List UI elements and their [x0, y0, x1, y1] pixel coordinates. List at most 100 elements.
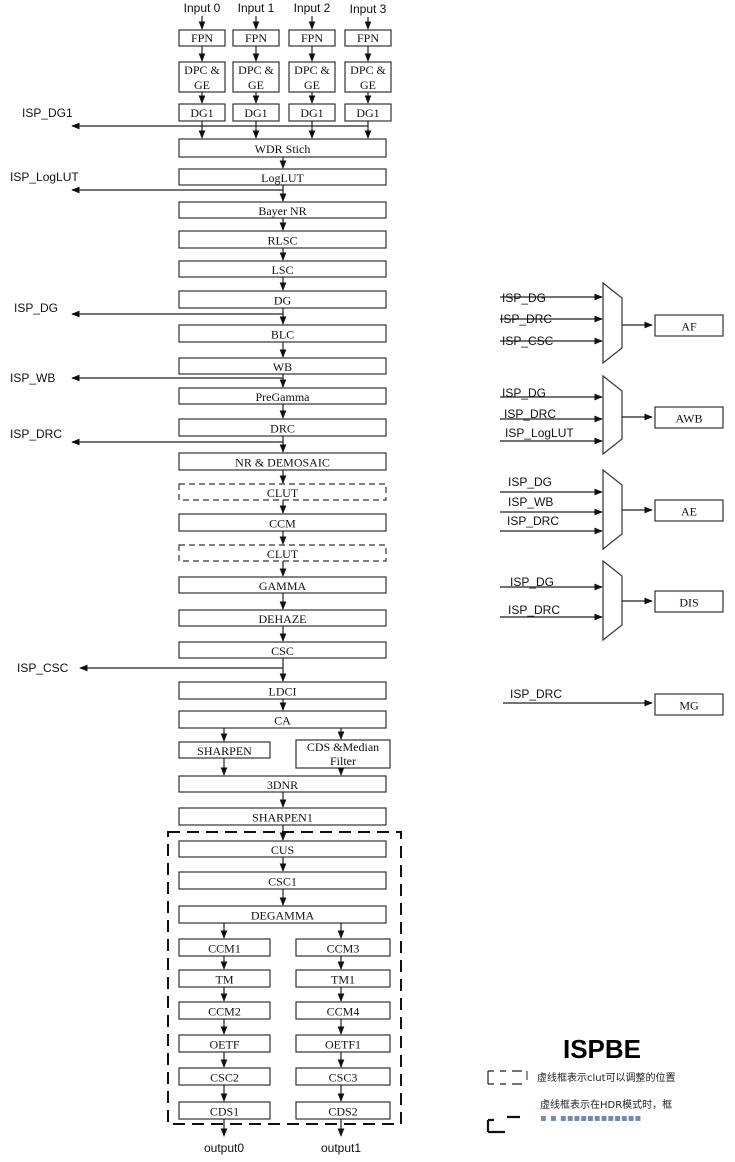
stat-dis-label: DIS — [679, 596, 698, 610]
stage-csc-label: CSC — [271, 644, 294, 658]
stat-awb-box — [654, 406, 724, 429]
stat-input-label: ISP_DRC — [508, 603, 560, 617]
stage-sharpen1-label: SHARPEN1 — [252, 811, 313, 825]
stage-ccm3-label: CCM3 — [327, 942, 360, 956]
stage-ccm: CCM — [178, 513, 387, 532]
stage-rlsc-label: RLSC — [267, 234, 297, 248]
stage-csc: CSC — [178, 641, 387, 659]
stage-cus: CUS — [178, 840, 387, 858]
stage-ca-label: CA — [274, 714, 291, 728]
stat-input-label: ISP_LogLUT — [505, 426, 574, 440]
stat-input-label: ISP_DRC — [510, 687, 562, 701]
stat-input-label: ISP_CSC — [502, 334, 554, 348]
stage-tm-label: TM — [216, 973, 234, 987]
stage-cds1-label: CDS1 — [210, 1105, 239, 1119]
dpc-ge-box — [232, 61, 280, 93]
stage-ldci-label: LDCI — [269, 685, 297, 699]
dpc-label: DPC & — [184, 63, 220, 77]
output-label-0: output0 — [204, 1141, 244, 1155]
dpc-label: DPC & — [350, 63, 386, 77]
stage-csc2: CSC2 — [178, 1067, 271, 1086]
stage-ccm2-label: CCM2 — [208, 1005, 241, 1019]
stage-nr-demosaic-label: NR & DEMOSAIC — [235, 456, 330, 470]
stage-oetf-label: OETF — [210, 1038, 240, 1052]
stage-csc1-label: CSC1 — [268, 875, 297, 889]
stage-rlsc: RLSC — [178, 230, 387, 249]
stage-blc-label: BLC — [271, 328, 294, 342]
ge-label: GE — [360, 78, 376, 92]
stage-oetf: OETF — [178, 1034, 271, 1053]
fpn-label: FPN — [245, 31, 267, 45]
stage-cds-median-filter-box — [295, 739, 391, 769]
stat-ae-box — [654, 499, 724, 522]
stage-pregamma-label: PreGamma — [256, 390, 311, 404]
stage-csc2-label: CSC2 — [210, 1071, 239, 1085]
input-label: Input 0 — [184, 1, 221, 15]
stage-wb-label: WB — [273, 360, 292, 374]
stat-awb: AWB — [654, 406, 724, 429]
hdr-mode-dashed-region — [167, 831, 402, 1125]
output-label-1: output1 — [321, 1141, 361, 1155]
stage-clut-label: CLUT — [267, 547, 299, 561]
tap-label-isp-dg1: ISP_DG1 — [22, 106, 73, 120]
input-column-2: Input 2 FPN DPC & GE DG1 — [288, 1, 336, 139]
input-label: Input 3 — [350, 2, 387, 16]
stat-module-mg: ISP_DRC MG — [503, 687, 724, 716]
stage-oetf1-label: OETF1 — [325, 1038, 361, 1052]
stage-sharpen1: SHARPEN1 — [178, 807, 387, 826]
legend-dashed-large-icon — [486, 1115, 520, 1134]
dg1-label: DG1 — [190, 106, 213, 120]
fpn-label: FPN — [357, 31, 379, 45]
dg1-label: DG1 — [356, 106, 379, 120]
statistics-modules: ISP_DGISP_DRCISP_CSCAFISP_DGISP_DRCISP_L… — [500, 281, 724, 716]
stage-cds1: CDS1 — [178, 1101, 271, 1120]
stage-csc1: CSC1 — [178, 871, 387, 890]
stage-clut: CLUT — [178, 483, 387, 501]
stat-af: AF — [654, 314, 724, 337]
mux-icon — [602, 374, 623, 456]
stat-ae: AE — [654, 499, 724, 522]
stage-oetf1-box — [295, 1034, 391, 1053]
fpn-label: FPN — [301, 31, 323, 45]
stat-ae-label: AE — [681, 505, 697, 519]
stage-dehaze: DEHAZE — [178, 609, 387, 627]
ge-label: GE — [248, 78, 264, 92]
tap-label-isp-dg: ISP_DG — [14, 301, 58, 315]
dg1-label: DG1 — [300, 106, 323, 120]
stage-3dnr: 3DNR — [178, 775, 387, 793]
dpc-label: DPC & — [238, 63, 274, 77]
stage-gamma: GAMMA — [178, 576, 387, 594]
stage-ccm-label: CCM — [269, 517, 296, 531]
tap-label-isp-loglut: ISP_LogLUT — [10, 170, 79, 184]
legend-item-clut: 虚线框表示clut可以调整的位置 — [537, 1071, 676, 1084]
tap-label-isp-wb: ISP_WB — [10, 371, 55, 385]
stage-clut: CLUT — [178, 544, 387, 562]
stage-ccm1: CCM1 — [178, 938, 271, 957]
input-columns: Input 0 FPN DPC & GE DG1 Input 1 FPN DPC… — [178, 1, 392, 139]
stage-oetf1: OETF1 — [295, 1034, 391, 1053]
stage-csc3-box — [295, 1067, 391, 1086]
stage-lsc: LSC — [178, 260, 387, 278]
stage-lsc-label: LSC — [271, 263, 293, 277]
stage-ccm3: CCM3 — [295, 938, 391, 957]
ge-label: GE — [194, 78, 210, 92]
stage-clut-label: CLUT — [267, 486, 299, 500]
stat-af-label: AF — [681, 320, 697, 334]
stat-mg: MG — [654, 693, 724, 716]
stage-ccm2: CCM2 — [178, 1001, 271, 1020]
stage-csc3: CSC3 — [295, 1067, 391, 1086]
ge-label: GE — [304, 78, 320, 92]
stage-wdr-stich: WDR Stich — [178, 138, 387, 158]
mux-icon — [602, 468, 623, 551]
mux-icon — [602, 559, 623, 642]
stage-loglut-label: LogLUT — [261, 171, 304, 185]
stat-input-label: ISP_DRC — [500, 312, 552, 326]
stage-clut-box — [178, 544, 387, 562]
stage-drc-label: DRC — [270, 422, 295, 436]
stat-input-label: ISP_DRC — [504, 407, 556, 421]
